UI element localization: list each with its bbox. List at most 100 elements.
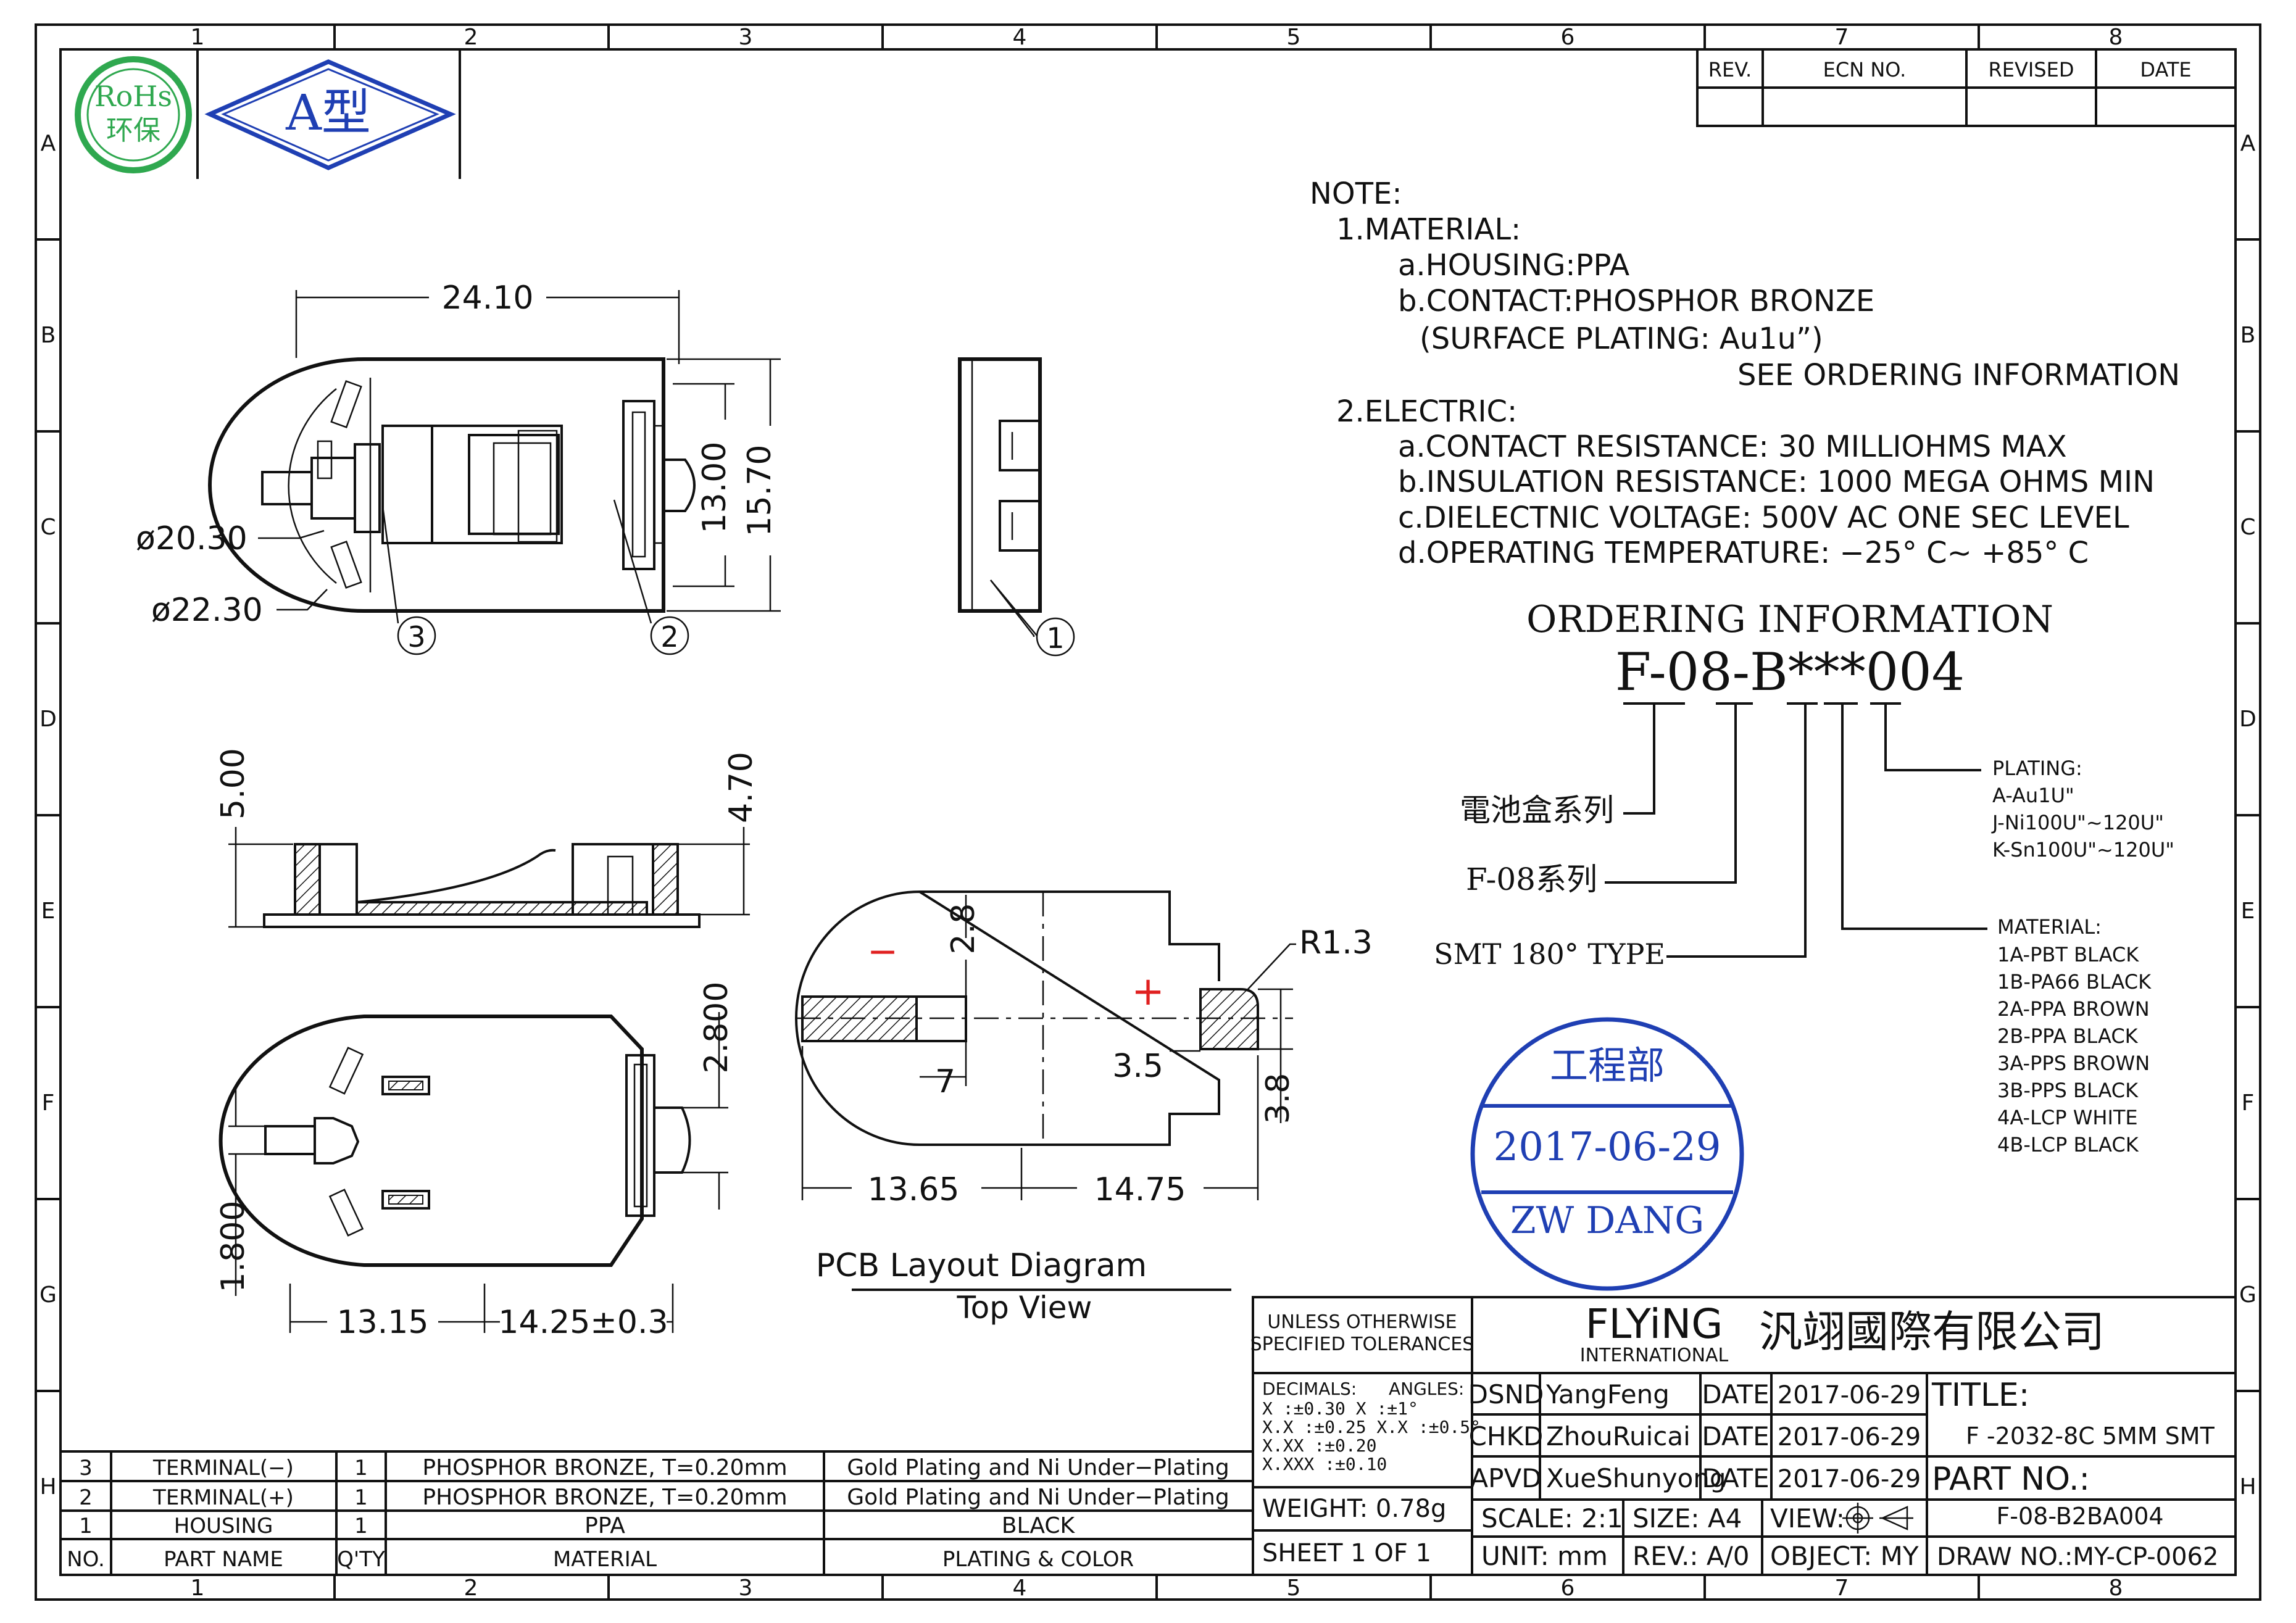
column-label-bottom: 3 xyxy=(739,1575,753,1601)
projection-symbol-icon xyxy=(1842,1503,1913,1534)
tol-row: X :±0.30 X :±1° xyxy=(1262,1398,1418,1419)
part-value: F-08-B2BA004 xyxy=(1996,1503,2163,1530)
column-label-bottom: 7 xyxy=(1835,1575,1849,1601)
approval-role: APVD xyxy=(1470,1463,1541,1493)
tol-decimals: DECIMALS: xyxy=(1262,1379,1357,1399)
dim-14-25: 14.25±0.3 xyxy=(498,1304,668,1341)
bom-header: PLATING & COLOR xyxy=(942,1547,1134,1572)
row-label-right: H xyxy=(2239,1474,2256,1500)
plating-list: PLATING: A-Au1U" J-Ni100U"~120U" K-Sn100… xyxy=(1991,757,2174,861)
approval-role: DSND xyxy=(1468,1379,1544,1409)
stamp-name: ZW DANG xyxy=(1510,1199,1704,1242)
bottom-view-dims: 1.800 2.800 13.15 14.25±0.3 xyxy=(215,982,735,1341)
approval-name: XueShunyong xyxy=(1546,1463,1726,1493)
dim-7: 7 xyxy=(935,1063,955,1100)
bom-cell: BLACK xyxy=(1002,1513,1076,1538)
column-label-top: 6 xyxy=(1561,25,1575,50)
notes-block: NOTE: 1.MATERIAL: a.HOUSING:PPA b.CONTAC… xyxy=(1310,176,2180,570)
bom-cell: PHOSPHOR BRONZE, T=0.20mm xyxy=(422,1485,787,1510)
row-label-left: G xyxy=(40,1282,57,1308)
column-label-top: 1 xyxy=(191,25,205,50)
dim-13-65: 13.65 xyxy=(868,1171,960,1208)
row-label-left: B xyxy=(41,323,56,348)
note-line: 1.MATERIAL: xyxy=(1336,212,1521,247)
pcb-minus: − xyxy=(867,930,898,973)
material-item: 1A-PBT BLACK xyxy=(1997,943,2139,966)
approval-stamp: 工程部 2017-06-29 ZW DANG xyxy=(1470,1017,1744,1291)
column-label-bottom: 1 xyxy=(191,1575,205,1601)
side-view-right xyxy=(958,357,1042,613)
dim-3-5: 3.5 xyxy=(1112,1048,1163,1085)
front-view xyxy=(263,843,701,928)
note-line: (SURFACE PLATING: Au1u”) xyxy=(1420,322,1823,356)
type-badge-text: A型 xyxy=(285,84,371,141)
column-label-bottom: 4 xyxy=(1013,1575,1027,1601)
note-line: SEE ORDERING INFORMATION xyxy=(1737,358,2180,392)
dim-height-4-70: 4.70 xyxy=(723,752,760,823)
sheet-border xyxy=(35,23,2261,1601)
row-label-right: E xyxy=(2241,899,2255,924)
row-label-right: D xyxy=(2239,707,2256,732)
row-label-left: D xyxy=(40,707,57,732)
note-line: 2.ELECTRIC: xyxy=(1336,394,1517,429)
bom-cell: 2 xyxy=(79,1485,93,1510)
ordering-code: F-08-B***004 xyxy=(1615,642,1965,702)
bom-header: MATERIAL xyxy=(553,1547,657,1572)
label-f08: F-08系列 xyxy=(1466,861,1597,897)
label-series: 電池盒系列 xyxy=(1460,792,1614,828)
tol-row: X.XXX :±0.10 xyxy=(1262,1454,1387,1474)
material-item: 4B-LCP BLACK xyxy=(1997,1133,2139,1156)
bom-cell: PPA xyxy=(584,1513,625,1538)
material-item: 3B-PPS BLACK xyxy=(1997,1079,2139,1102)
dim-2-8: 2.8 xyxy=(945,903,982,955)
note-line: a.CONTACT RESISTANCE: 30 MILLIOHMS MAX xyxy=(1398,430,2067,464)
dim-height-13-00: 13.00 xyxy=(696,442,733,534)
approval-date-label: DATE xyxy=(1702,1463,1769,1493)
material-item: 1B-PA66 BLACK xyxy=(1997,970,2152,994)
top-view xyxy=(208,357,696,613)
column-label-top: 7 xyxy=(1835,25,1849,50)
dim-13-15: 13.15 xyxy=(337,1304,429,1341)
notes-heading: NOTE: xyxy=(1310,176,1402,211)
dim-width-24-10: 24.10 xyxy=(442,280,534,317)
draw-no-field: DRAW NO.:MY-CP-0062 xyxy=(1937,1543,2218,1571)
callout-1-text: 1 xyxy=(1046,621,1064,655)
plating-title: PLATING: xyxy=(1992,757,2082,780)
bom-cell: PHOSPHOR BRONZE, T=0.20mm xyxy=(422,1455,787,1480)
pcb-layout-dims: 2.8 7 3.5 3.8 R1.3 13.65 14.75 xyxy=(801,895,1373,1208)
dim-height-5-00: 5.00 xyxy=(215,748,252,820)
note-line: d.OPERATING TEMPERATURE: −25° C~ +85° C xyxy=(1398,536,2089,570)
dim-height-15-70: 15.70 xyxy=(741,445,778,537)
column-label-top: 2 xyxy=(464,25,478,50)
row-label-right: C xyxy=(2240,515,2255,540)
dim-1-800: 1.800 xyxy=(215,1201,252,1293)
rev-header: REV. xyxy=(1708,58,1752,81)
company-sub: INTERNATIONAL xyxy=(1580,1345,1729,1366)
column-label-top: 4 xyxy=(1013,25,1027,50)
front-view-dims: 5.00 4.70 xyxy=(215,748,760,928)
note-line: a.HOUSING:PPA xyxy=(1398,248,1629,283)
pcb-layout: − + xyxy=(795,890,1293,1146)
revision-table: REV. ECN NO. REVISED DATE xyxy=(1696,48,2237,127)
bom-header: PART NAME xyxy=(164,1547,283,1572)
type-badge-logo: A型 xyxy=(196,49,461,179)
ordering-information: ORDERING INFORMATION F-08-B***004 電池盒系列 … xyxy=(1434,598,2174,1156)
callout-3: 3 xyxy=(381,505,436,655)
approval-name: YangFeng xyxy=(1545,1379,1670,1409)
rohs-logo: RoHs 环保 xyxy=(75,56,192,173)
bottom-view xyxy=(218,1015,691,1267)
material-title: MATERIAL: xyxy=(1997,915,2102,939)
approval-date: 2017-06-29 xyxy=(1778,1381,1921,1409)
callout-2-text: 2 xyxy=(660,620,678,654)
plating-item: K-Sn100U"~120U" xyxy=(1992,838,2174,861)
row-label-right: F xyxy=(2242,1090,2255,1116)
column-label-top: 8 xyxy=(2109,25,2123,50)
plating-item: A-Au1U" xyxy=(1992,784,2074,807)
bom-cell: TERMINAL(+) xyxy=(152,1485,294,1510)
column-label-bottom: 2 xyxy=(464,1575,478,1601)
column-label-top: 5 xyxy=(1287,25,1301,50)
object-field: OBJECT: MY xyxy=(1770,1541,1919,1571)
approval-date: 2017-06-29 xyxy=(1778,1423,1921,1451)
size-field: SIZE: A4 xyxy=(1633,1503,1742,1534)
row-label-left: H xyxy=(40,1474,56,1500)
